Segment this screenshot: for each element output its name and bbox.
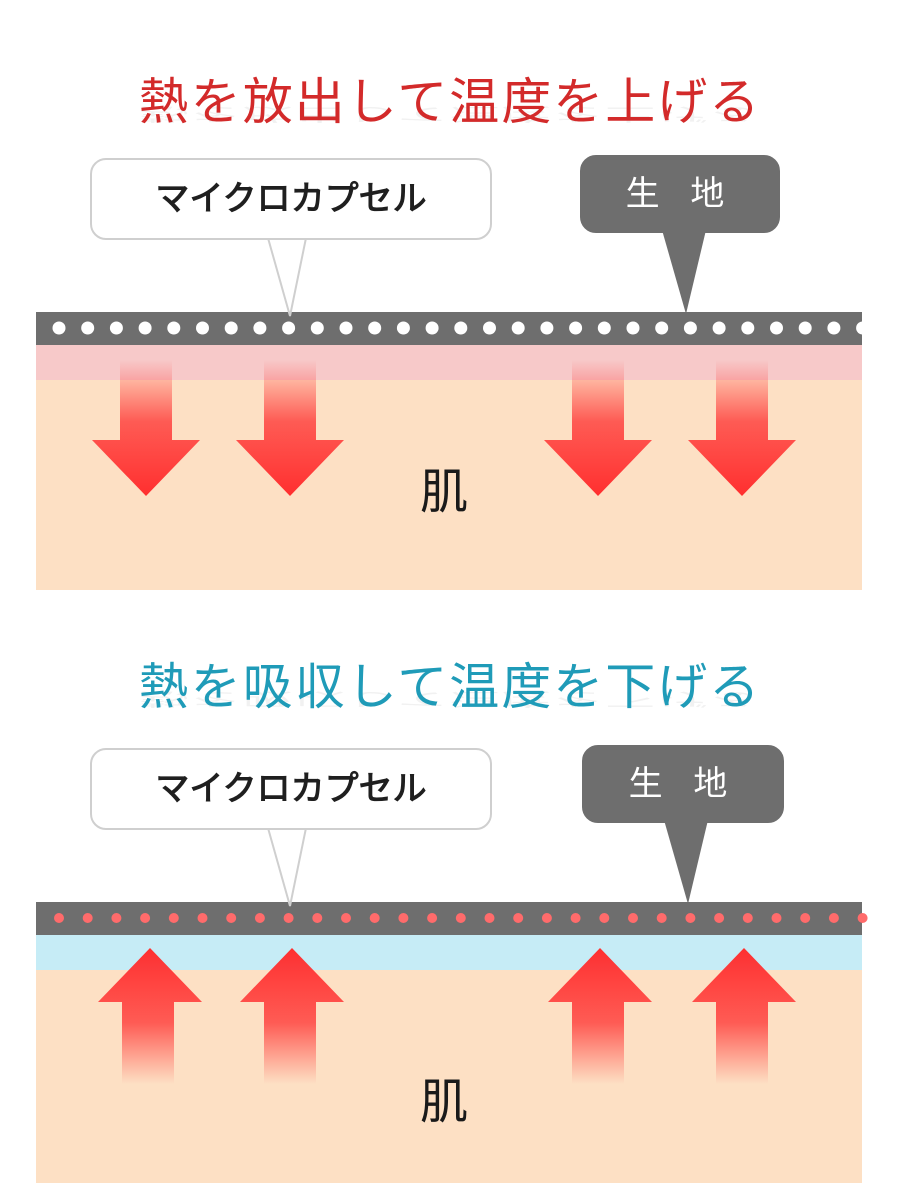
microcapsule-dots: [52, 321, 870, 335]
heat-arrow-down: [236, 360, 344, 496]
microcapsule-dot: [857, 913, 868, 923]
microcapsule-dot: [54, 913, 64, 923]
microcapsule-dot: [283, 913, 294, 923]
microcapsule-dot: [138, 321, 152, 335]
heat-arrow-up: [240, 948, 344, 1084]
panel-title: 熱を放出して温度を上げる: [138, 73, 762, 131]
microcapsule-dot: [599, 913, 610, 923]
microcapsule-dots: [54, 913, 868, 923]
microcapsule-dot: [656, 913, 667, 923]
fabric-callout-pointer: [662, 230, 706, 314]
microcapsule-dot: [597, 321, 611, 335]
fabric-callout-pointer: [664, 820, 708, 904]
skin-label: 肌: [420, 1074, 469, 1130]
microcapsule-dot: [455, 913, 466, 923]
microcapsule-dot: [398, 913, 409, 923]
microcapsule-dot: [856, 321, 870, 335]
microcapsule-dot: [454, 321, 468, 335]
microcapsule-dot: [312, 913, 323, 923]
microcapsule-dot: [81, 321, 95, 335]
microcapsule-callout: マイクロカプセル: [90, 158, 492, 240]
heat-arrow-down: [544, 360, 652, 496]
microcapsule-dot: [742, 913, 753, 923]
microcapsule-dot: [770, 321, 783, 335]
microcapsule-callout: マイクロカプセル: [90, 748, 492, 830]
microcapsule-dot: [628, 913, 638, 923]
heat-release-panel: 熱を放出して温度を上げる 熱を放出して温度を上げる マイクロカプセル 生 地 肌: [36, 73, 870, 590]
microcapsule-dot: [541, 913, 552, 923]
microcapsule-dot: [569, 321, 583, 335]
microcapsule-dot: [655, 321, 669, 335]
microcapsule-dot: [111, 913, 122, 923]
microcapsule-dot: [253, 321, 267, 335]
microcapsule-dot: [369, 913, 380, 923]
microcapsule-dot: [827, 321, 841, 335]
heat-release-diagram: [36, 230, 870, 590]
heat-arrow-up: [692, 948, 796, 1084]
microcapsule-dot: [224, 321, 238, 335]
fabric-layer: [36, 902, 862, 935]
microcapsule-dot: [800, 913, 811, 923]
heat-arrow-up: [548, 948, 652, 1084]
microcapsule-dot: [168, 913, 179, 923]
microcapsule-dot: [712, 321, 726, 335]
microcapsule-dot: [484, 913, 495, 923]
heat-arrow-down: [688, 360, 796, 496]
fabric-callout: 生 地: [580, 155, 780, 233]
microcapsule-dot: [282, 321, 296, 335]
microcapsule-dot: [167, 321, 181, 335]
microcapsule-dot: [339, 321, 353, 335]
microcapsule-dot: [196, 321, 209, 335]
microcapsule-dot: [741, 321, 755, 335]
microcapsule-dot: [254, 913, 265, 923]
panel-title: 熱を吸収して温度を下げる: [138, 658, 762, 716]
heat-arrow-up: [98, 948, 202, 1084]
microcapsule-dot: [483, 321, 496, 335]
microcapsule-dot: [396, 321, 410, 335]
microcapsule-dot: [828, 913, 839, 923]
microcapsule-dot: [540, 321, 554, 335]
capsule-callout-pointer: [266, 237, 308, 317]
microcapsule-dot: [798, 321, 812, 335]
heat-absorb-panel: 熱を吸収して温度を下げる 熱を吸収して温度を下げる マイクロカプセル 生 地 肌: [0, 590, 900, 1200]
capsule-callout-pointer: [266, 827, 308, 907]
microcapsule-dot: [109, 321, 123, 335]
microcapsule-dot: [626, 321, 640, 335]
microcapsule-dot: [570, 913, 581, 923]
skin-label: 肌: [420, 464, 469, 520]
heat-absorb-diagram: [36, 820, 868, 1183]
fabric-callout: 生 地: [582, 745, 784, 823]
microcapsule-dot: [341, 913, 351, 923]
microcapsule-dot: [310, 321, 324, 335]
fabric-layer: [36, 312, 862, 345]
microcapsule-dot: [226, 913, 237, 923]
microcapsule-dot: [52, 321, 66, 335]
microcapsule-dot: [197, 913, 208, 923]
microcapsule-dot: [685, 913, 696, 923]
microcapsule-dot: [427, 913, 438, 923]
microcapsule-dot: [683, 321, 697, 335]
microcapsule-dot: [140, 913, 151, 923]
microcapsule-dot: [714, 913, 725, 923]
microcapsule-dot: [513, 913, 524, 923]
microcapsule-dot: [425, 321, 439, 335]
microcapsule-dot: [368, 321, 382, 335]
heat-arrow-down: [92, 360, 200, 496]
skin-boundary-layer: [36, 935, 862, 970]
microcapsule-dot: [82, 913, 93, 923]
microcapsule-dot: [771, 913, 782, 923]
microcapsule-dot: [511, 321, 525, 335]
